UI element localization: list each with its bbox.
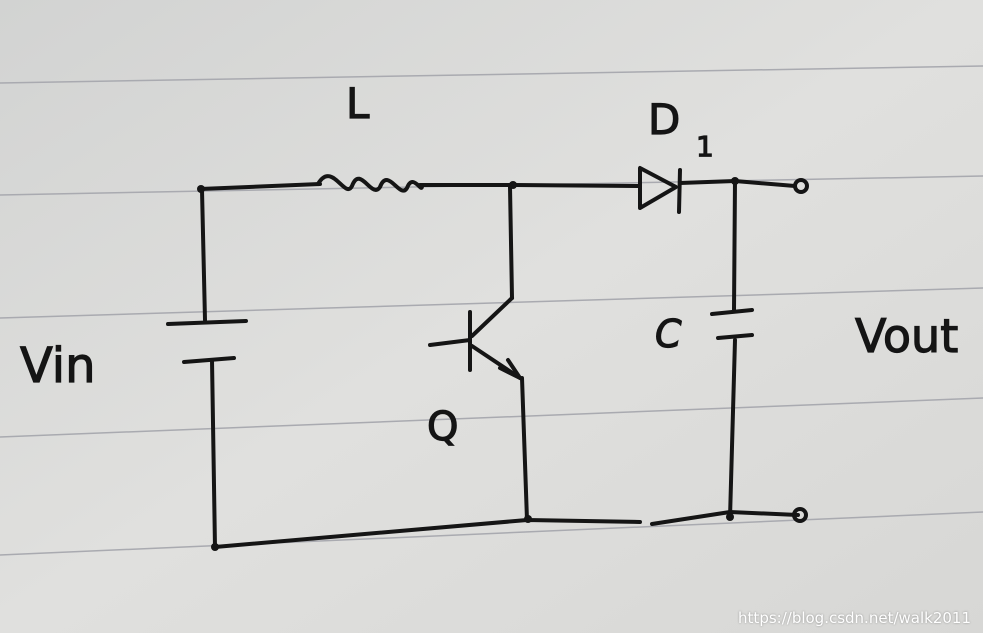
- cap-upper-wire: [732, 179, 737, 312]
- inductor-symbol: [316, 174, 424, 193]
- transistor-symbol: [428, 296, 522, 380]
- top-left-wire: [198, 182, 322, 191]
- wires: [198, 179, 800, 550]
- collector-wire: [508, 185, 514, 300]
- output-terminals: [792, 178, 809, 523]
- output-terminal-top: [793, 178, 809, 194]
- left-upper-wire: [200, 188, 207, 322]
- left-lower-wire: [210, 358, 217, 550]
- top-mid-wire: [418, 183, 642, 188]
- label-capacitor: C: [655, 312, 682, 356]
- label-input: Vin: [20, 338, 96, 394]
- junction-dots: [197, 177, 739, 551]
- label-diode: D: [648, 95, 680, 144]
- watermark: https://blog.csdn.net/walk2011: [738, 609, 971, 627]
- capacitor-symbol: [710, 308, 754, 340]
- label-output: Vout: [855, 309, 958, 363]
- diode-symbol: [638, 166, 682, 214]
- cap-lower-wire: [728, 338, 737, 520]
- battery-symbol: [166, 319, 248, 364]
- label-diode-subscript: 1: [696, 130, 714, 163]
- output-terminal-bottom: [792, 507, 808, 523]
- emitter-wire: [520, 376, 529, 522]
- label-inductor: L: [346, 79, 370, 128]
- label-transistor: Q: [427, 404, 458, 450]
